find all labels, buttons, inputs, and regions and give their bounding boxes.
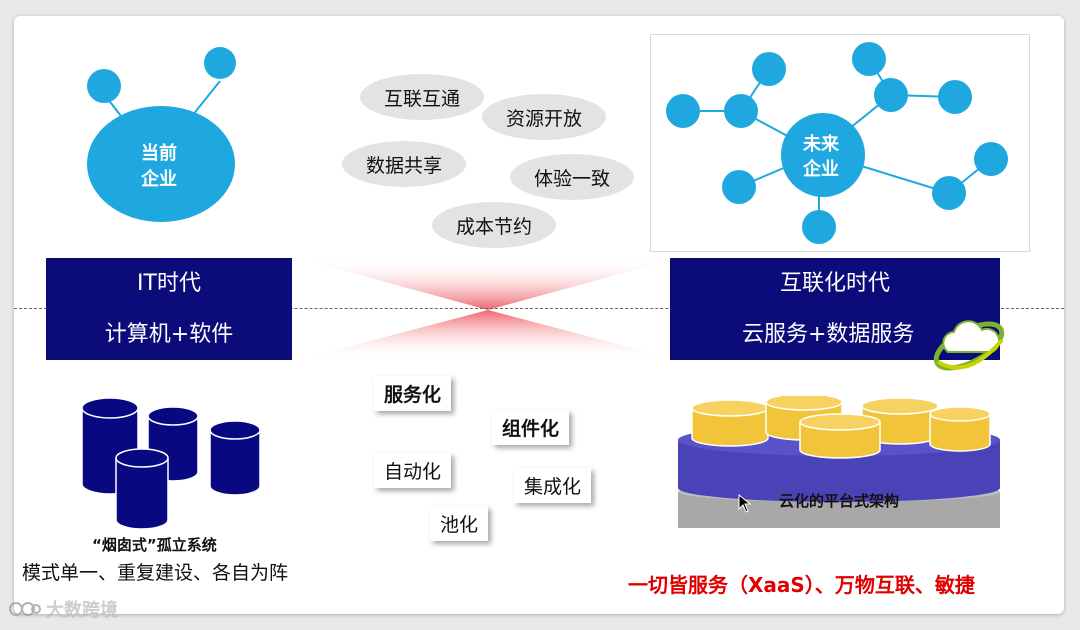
bubble-consistent-experience: 体验一致 — [510, 154, 634, 200]
watermark-text: 大数跨境 — [46, 600, 118, 621]
future-enterprise-label-2: 企业 — [802, 158, 839, 180]
future-enterprise-network: 未来 企业 — [666, 42, 1008, 244]
silo-databases — [81, 397, 261, 530]
mouse-cursor-icon — [738, 494, 752, 513]
watermark-logo-icon — [9, 602, 41, 616]
current-enterprise-network: 当前 企业 — [87, 47, 236, 222]
bubble-resource-open: 资源开放 — [482, 94, 606, 140]
slogan: 一切皆服务（XaaS）、万物互联、敏捷 — [628, 573, 975, 597]
tag-integrated: 集成化 — [514, 468, 592, 503]
platform-label: 云化的平台式架构 — [779, 492, 899, 510]
it-era-box: IT时代 计算机+软件 — [46, 258, 292, 360]
future-enterprise-diagram: 未来 企业 — [650, 34, 1030, 252]
satellite-node — [932, 176, 966, 210]
satellite-node — [752, 52, 786, 86]
silo-caption: “烟囱式”孤立系统 — [92, 536, 217, 554]
tag-componentized: 组件化 — [492, 410, 570, 445]
platform-architecture: 云化的平台式架构 — [678, 396, 1000, 528]
future-enterprise-node — [781, 113, 865, 197]
current-enterprise-diagram: 当前 企业 — [52, 36, 262, 226]
bubble-interconnect: 互联互通 — [360, 74, 484, 120]
database-icon — [209, 420, 261, 496]
watermark: 大数跨境 — [8, 596, 118, 622]
satellite-node — [87, 69, 121, 103]
tag-service-oriented: 服务化 — [374, 376, 452, 411]
satellite-node — [938, 80, 972, 114]
tag-automated: 自动化 — [374, 453, 452, 488]
database-icon — [115, 448, 169, 530]
divider-line — [14, 308, 1064, 309]
silo-description: 模式单一、重复建设、各自为阵 — [22, 562, 289, 584]
current-enterprise-label-1: 当前 — [141, 142, 177, 164]
platform-disk — [678, 440, 1000, 502]
slide: 当前 企业 互联互通 资源开放 数据共享 体验一致 成本节约 — [14, 16, 1064, 614]
cloud-icon — [933, 320, 1005, 371]
satellite-node — [974, 142, 1008, 176]
satellite-node — [666, 94, 700, 128]
internet-era-subtitle: 云服务+数据服务 — [670, 309, 1000, 360]
tag-pooled: 池化 — [430, 506, 489, 541]
satellite-node — [852, 42, 886, 76]
satellite-node — [874, 78, 908, 112]
current-enterprise-node — [87, 106, 235, 222]
future-enterprise-label-1: 未来 — [803, 134, 840, 155]
internet-era-box: 互联化时代 云服务+数据服务 — [670, 258, 1000, 360]
satellite-node — [722, 170, 756, 204]
transition-hourglass — [298, 258, 678, 360]
it-era-title: IT时代 — [137, 271, 201, 296]
satellite-node — [204, 47, 236, 79]
current-enterprise-label-2: 企业 — [140, 168, 177, 190]
it-era-subtitle: 计算机+软件 — [104, 322, 234, 347]
satellite-node — [724, 94, 758, 128]
bubble-cost-saving: 成本节约 — [432, 202, 556, 248]
internet-era-title: 互联化时代 — [779, 271, 890, 296]
bubble-data-sharing: 数据共享 — [342, 141, 466, 187]
cylinder-icon — [799, 413, 881, 459]
cylinder-icon — [691, 399, 769, 447]
satellite-node — [802, 210, 836, 244]
internet-era-subtitle-text: 云服务+数据服务 — [742, 322, 915, 347]
cylinder-icon — [929, 406, 991, 452]
